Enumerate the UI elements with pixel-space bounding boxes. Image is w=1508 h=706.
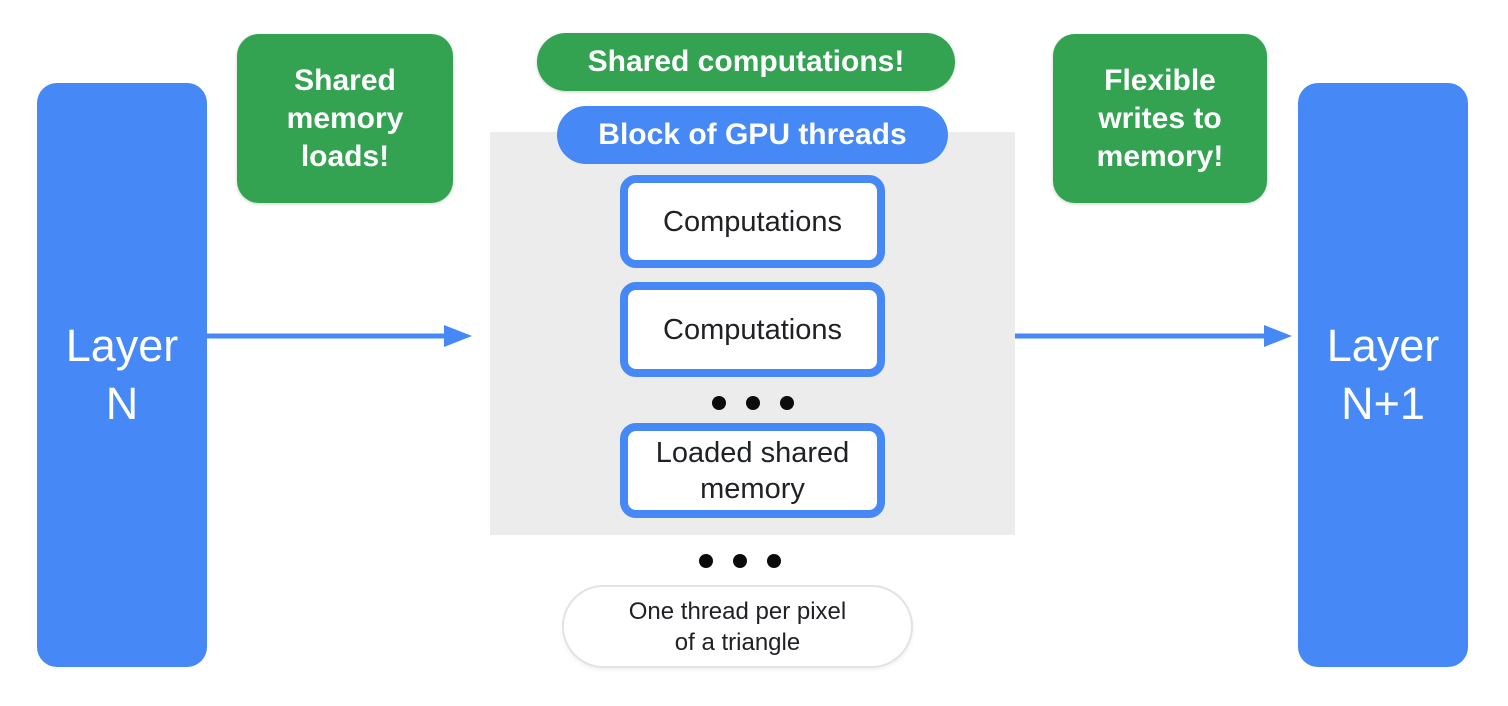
callout-shared-computations-label: Shared computations! (587, 45, 905, 78)
callout-shared-memory-loads-label: Shared memory loads! (286, 63, 404, 173)
ellipsis-dots-icon (475, 552, 1005, 569)
dot-icon (767, 553, 781, 568)
callout-flexible-writes-label: Flexible writes to memory! (1096, 63, 1224, 173)
computations-box-2-label: Computations (663, 313, 842, 346)
dot-icon (733, 553, 747, 568)
callout-shared-computations: Shared computations! (537, 33, 955, 91)
dot-icon (779, 395, 794, 410)
gpu-block-header-pill: Block of GPU threads (557, 106, 948, 164)
gpu-block-header-label: Block of GPU threads (598, 118, 907, 151)
loaded-shared-memory-box: Loaded shared memory (620, 423, 885, 518)
dot-icon (699, 553, 713, 568)
arrow-layer-n-to-block-icon (207, 325, 472, 347)
computations-box-2: Computations (620, 282, 885, 377)
layer-n-box: Layer N (37, 83, 207, 667)
computations-box-1: Computations (620, 175, 885, 268)
computations-box-1-label: Computations (663, 205, 842, 238)
callout-flexible-writes: Flexible writes to memory! (1053, 34, 1267, 203)
footnote-label: One thread per pixel of a triangle (628, 597, 847, 656)
dot-icon (745, 395, 760, 410)
arrow-block-to-layer-n1-icon (1015, 325, 1292, 347)
loaded-shared-memory-label: Loaded shared memory (655, 436, 850, 505)
layer-n-plus-1-label: Layer N+1 (1326, 320, 1440, 429)
dot-icon (711, 395, 726, 410)
layer-n-label: Layer N (65, 320, 179, 429)
layer-n-plus-1-box: Layer N+1 (1298, 83, 1468, 667)
ellipsis-dots-icon (620, 394, 885, 411)
callout-shared-memory-loads: Shared memory loads! (237, 34, 453, 203)
footnote-pill: One thread per pixel of a triangle (562, 585, 913, 668)
